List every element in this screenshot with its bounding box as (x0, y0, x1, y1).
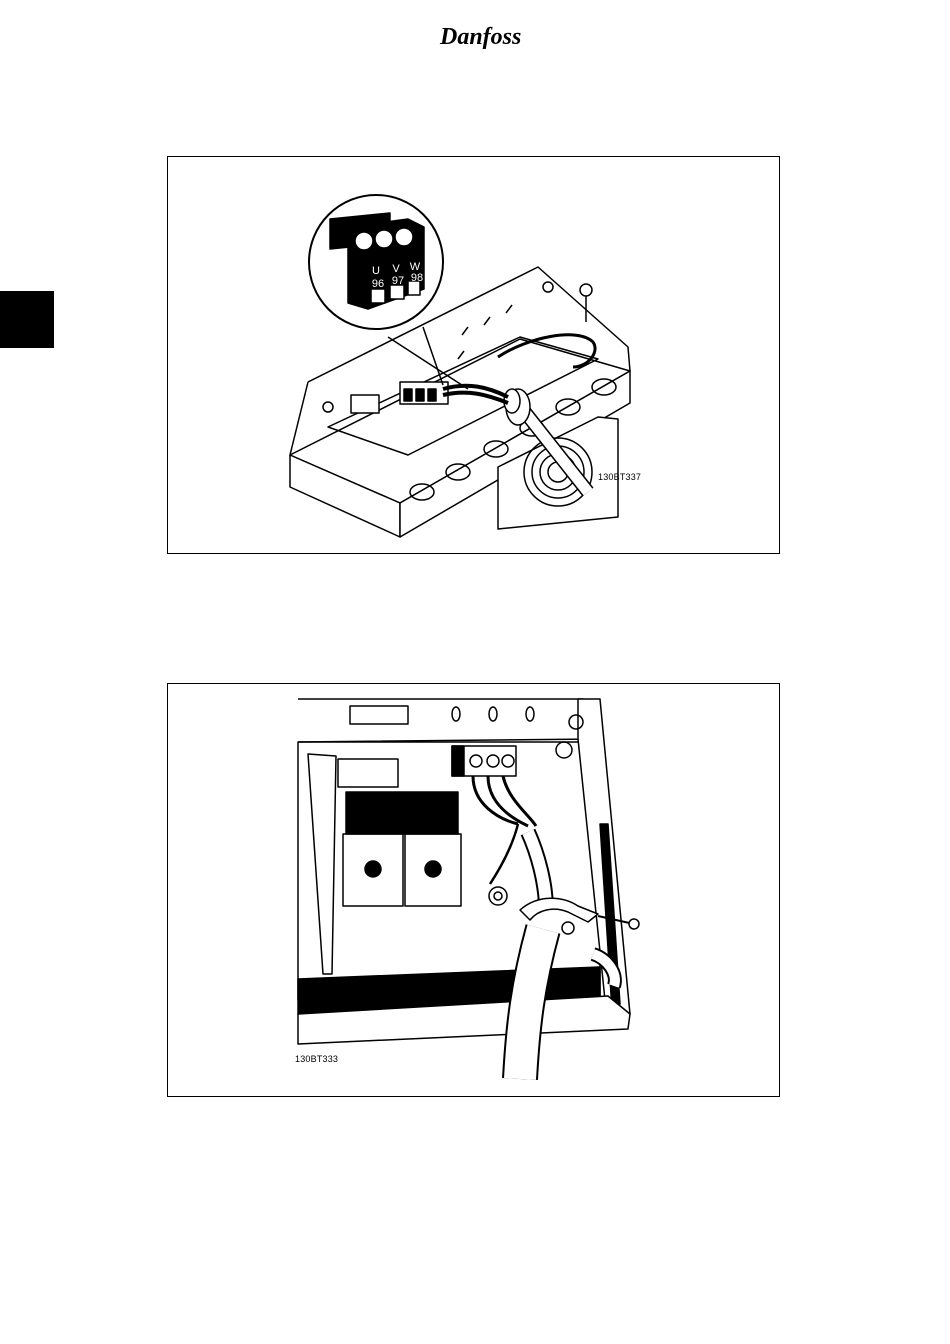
terminal-number-96: 96 (372, 278, 384, 290)
cable-clamp-illustration (168, 684, 779, 1096)
figure-1-code: 130BT337 (598, 472, 641, 482)
terminal-letter-v: V (392, 263, 400, 275)
terminal-number-97: 97 (392, 275, 404, 287)
figure-2-frame: 130BT333 (167, 683, 780, 1097)
figure-2-code: 130BT333 (295, 1054, 338, 1064)
logo-text: Danfoss (439, 24, 521, 50)
terminal-number-98: 98 (411, 272, 423, 284)
figure-1-frame: U V W 96 97 98 130BT337 (167, 156, 780, 554)
motor-terminal-illustration: U V W 96 97 98 (168, 157, 779, 553)
danfoss-logo: Danfoss (438, 18, 534, 52)
chapter-tab (0, 291, 54, 348)
terminal-letter-u: U (372, 265, 380, 277)
